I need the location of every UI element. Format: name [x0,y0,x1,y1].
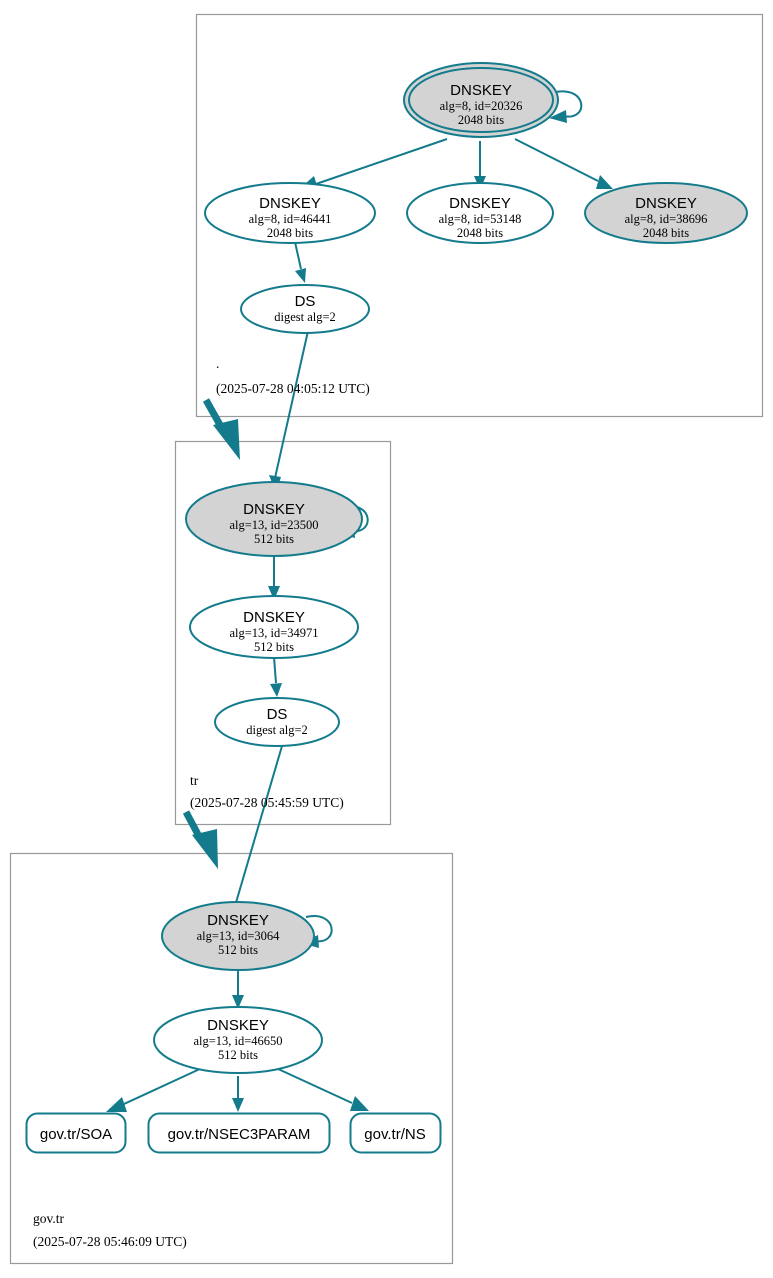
node-govtr-zsk-46650[interactable]: DNSKEY alg=13, id=46650 512 bits [153,1006,323,1074]
node-govtr-ksk-3064[interactable]: DNSKEY alg=13, id=3064 512 bits [161,901,315,971]
node-params: digest alg=2 [246,723,308,737]
node-params: alg=8, id=20326 [440,99,523,113]
node-params: digest alg=2 [274,310,336,324]
node-title: DNSKEY [635,195,697,212]
node-size: 2048 bits [267,226,313,240]
node-root-ksk-20326[interactable]: DNSKEY alg=8, id=20326 2048 bits [403,62,559,138]
node-root-zsk-38696[interactable]: DNSKEY alg=8, id=38696 2048 bits [584,182,748,244]
node-root-zsk-46441[interactable]: DNSKEY alg=8, id=46441 2048 bits [204,182,376,244]
edge-root-zsk46441-to-ds [294,241,306,283]
node-title: DNSKEY [207,912,269,929]
rrset-label: gov.tr/NSEC3PARAM [168,1126,311,1143]
node-size: 2048 bits [458,113,504,127]
edge-root-ksk-to-zsk38696 [514,138,613,189]
self-loop-root-ksk [549,90,583,123]
node-root-ds[interactable]: DS digest alg=2 [240,284,370,334]
zone-name: . [216,356,219,371]
zone-timestamp: (2025-07-28 05:45:59 UTC) [190,795,344,810]
zone-label-tr: tr (2025-07-28 05:45:59 UTC) [190,773,344,810]
zone-label-root: . (2025-07-28 04:05:12 UTC) [216,356,370,396]
node-params: alg=8, id=38696 [625,212,708,226]
edge-govtr-zsk-to-nsec3param [232,1076,244,1112]
edge-govtr-zsk-to-ns [275,1067,369,1111]
edge-tr-zsk-to-ds [270,656,282,697]
node-title: DNSKEY [243,501,305,518]
node-params: alg=13, id=23500 [229,518,318,532]
zone-name: tr [190,773,199,788]
node-size: 512 bits [254,532,294,546]
zone-timestamp: (2025-07-28 05:46:09 UTC) [33,1234,187,1249]
node-title: DS [295,293,316,310]
node-params: alg=8, id=53148 [439,212,522,226]
rrset-label: gov.tr/NS [364,1126,425,1143]
rrset-gov-tr-soa[interactable]: gov.tr/SOA [25,1112,127,1154]
rrset-gov-tr-nsec3param[interactable]: gov.tr/NSEC3PARAM [147,1112,331,1154]
rrset-label: gov.tr/SOA [40,1126,112,1143]
zone-label-govtr: gov.tr (2025-07-28 05:46:09 UTC) [33,1211,187,1249]
node-title: DNSKEY [207,1017,269,1034]
rrset-gov-tr-ns[interactable]: gov.tr/NS [349,1112,442,1154]
node-size: 2048 bits [643,226,689,240]
node-tr-zsk-34971[interactable]: DNSKEY alg=13, id=34971 512 bits [189,595,359,659]
node-size: 2048 bits [457,226,503,240]
zone-link-tr-to-govtr [182,810,218,869]
node-root-zsk-53148[interactable]: DNSKEY alg=8, id=53148 2048 bits [406,182,554,244]
node-title: DNSKEY [259,195,321,212]
zone-timestamp: (2025-07-28 04:05:12 UTC) [216,381,370,396]
node-size: 512 bits [254,640,294,654]
node-params: alg=13, id=46650 [193,1034,282,1048]
node-title: DNSKEY [450,82,512,99]
node-size: 512 bits [218,1048,258,1062]
node-tr-ds[interactable]: DS digest alg=2 [214,697,340,747]
node-size: 512 bits [218,943,258,957]
node-title: DNSKEY [243,609,305,626]
node-params: alg=13, id=34971 [229,626,318,640]
node-tr-ksk-23500[interactable]: DNSKEY alg=13, id=23500 512 bits [185,481,363,557]
node-params: alg=8, id=46441 [249,212,332,226]
node-title: DNSKEY [449,195,511,212]
zone-name: gov.tr [33,1211,64,1226]
node-params: alg=13, id=3064 [197,929,281,943]
node-title: DS [267,706,288,723]
edge-govtr-zsk-to-soa [106,1067,203,1112]
zone-link-root-to-tr [202,398,240,460]
edge-tr-ksk-to-zsk [268,556,280,600]
